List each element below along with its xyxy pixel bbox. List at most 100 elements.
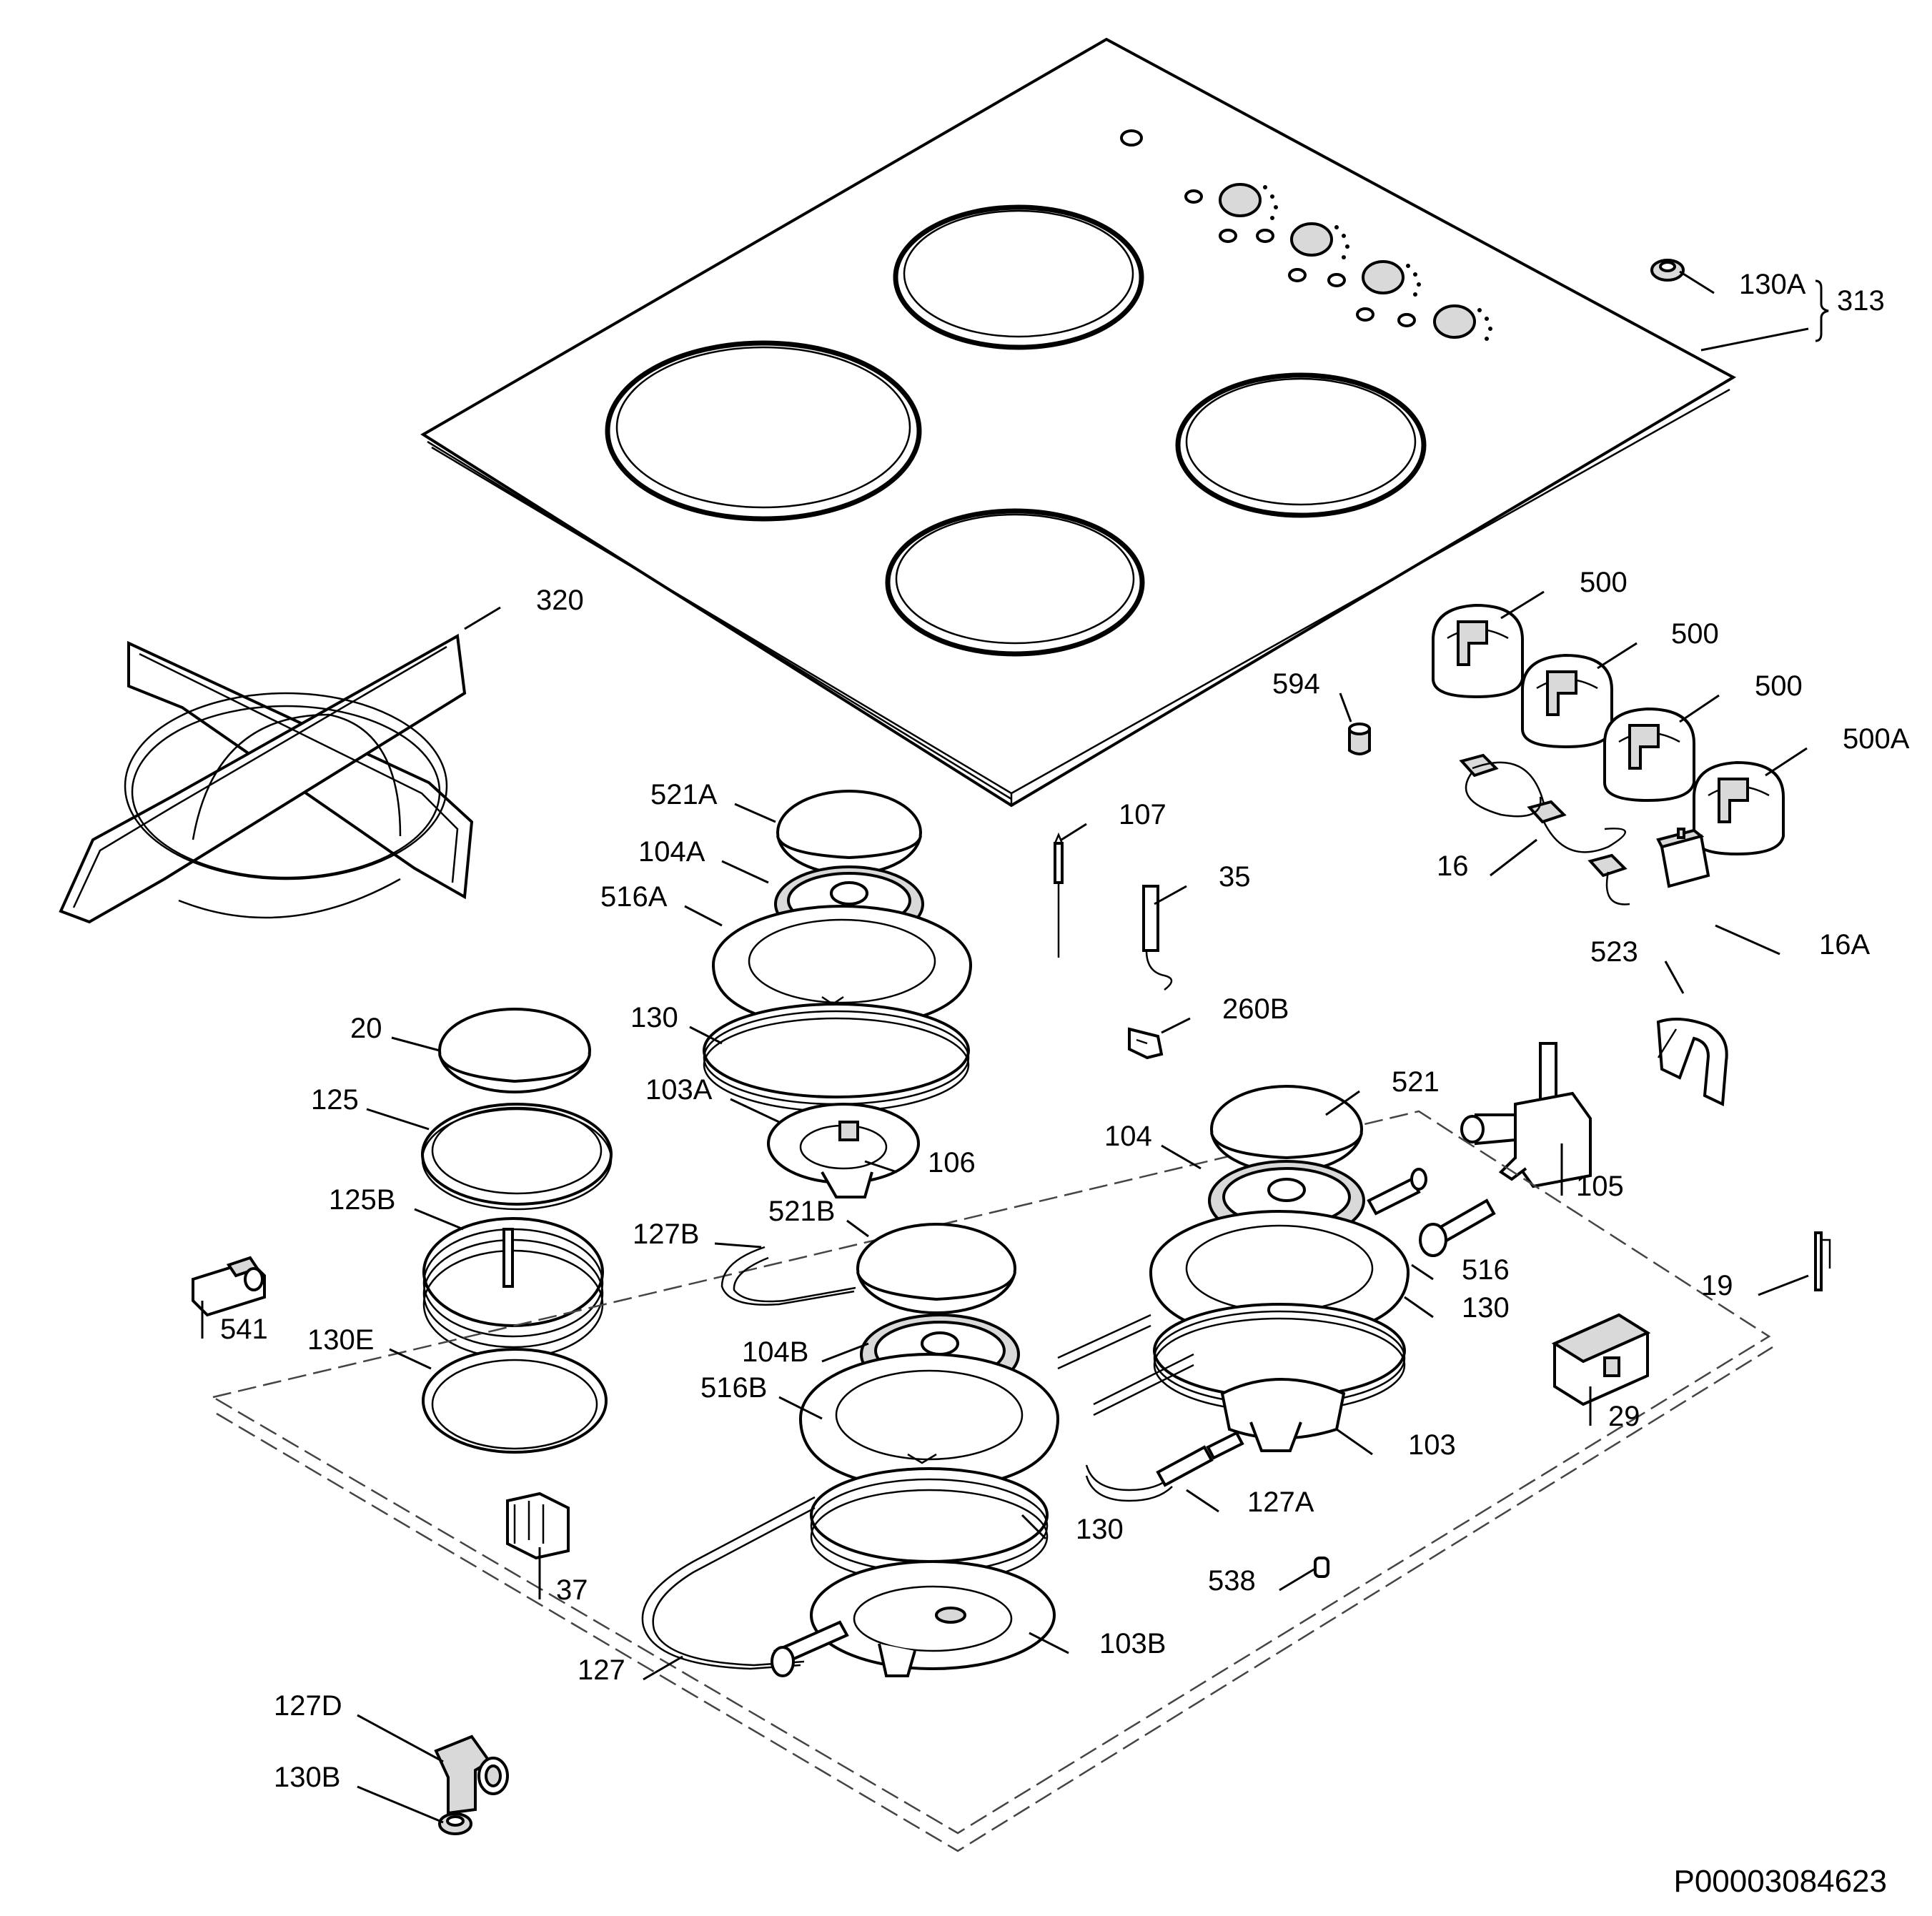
- leader-line: [821, 1342, 869, 1363]
- leader-line: [1715, 924, 1780, 955]
- part-number-label: 541: [220, 1314, 268, 1345]
- clip-541: [192, 1256, 266, 1317]
- leader-line: [1161, 1017, 1191, 1034]
- callout-c130b: 130: [1404, 1292, 1510, 1324]
- part-number-label: 594: [1272, 668, 1320, 700]
- leader-line: [1021, 1514, 1047, 1540]
- ignition-switch-harness: [1459, 753, 1630, 905]
- callout-c127: 127: [578, 1654, 683, 1686]
- part-number-label: 16: [1437, 850, 1469, 882]
- callout-c106: 106: [864, 1147, 976, 1178]
- callout-c521B: 521B: [768, 1196, 869, 1238]
- part-number-label: 104: [1104, 1121, 1152, 1152]
- leader-line: [1154, 885, 1187, 905]
- leader-line: [1500, 590, 1545, 620]
- callout-c125B: 125B: [329, 1184, 464, 1231]
- knob-seats: [1184, 183, 1492, 341]
- switch-box-16a: [1656, 828, 1710, 888]
- part-number-label: 500: [1755, 670, 1803, 702]
- base-plate: [212, 1110, 1773, 1852]
- leader-line: [1679, 270, 1715, 294]
- callout-c521: 521: [1325, 1066, 1440, 1116]
- leader-line: [1279, 1567, 1316, 1592]
- leader-line: [846, 1219, 869, 1238]
- burner-stack-b: [799, 1223, 1059, 1677]
- part-number-label: 35: [1219, 861, 1251, 893]
- leader-line: [464, 606, 501, 630]
- terminal-block-29: [1551, 1313, 1651, 1406]
- gas-pipes: [641, 1246, 1244, 1677]
- part-number-label: 127D: [274, 1690, 342, 1722]
- part-number-label: 127B: [633, 1218, 699, 1250]
- control-knob-2: [1521, 653, 1613, 749]
- part-538: [1314, 1557, 1329, 1578]
- part-number-label: 107: [1119, 799, 1166, 830]
- callout-c127D: 127D: [274, 1690, 444, 1763]
- part-number-label: 500A: [1843, 723, 1910, 755]
- callout-c130a: 130: [630, 1002, 723, 1045]
- part-number-label: 19: [1701, 1270, 1733, 1301]
- part-number-label: 521A: [650, 779, 718, 810]
- leader-line: [357, 1785, 444, 1824]
- callout-c127A: 127A: [1186, 1486, 1314, 1518]
- leader-line: [1490, 838, 1537, 877]
- part-number-label: 521: [1392, 1066, 1440, 1098]
- leader-line: [1765, 747, 1808, 777]
- leader-line: [1161, 1144, 1202, 1170]
- callout-c29: 29: [1589, 1386, 1640, 1432]
- part-number-label: 130B: [274, 1762, 340, 1793]
- part-number-label: 130: [630, 1002, 678, 1033]
- callout-c16: 16: [1437, 838, 1537, 882]
- bracket-523: [1656, 1018, 1728, 1107]
- callout-c521A: 521A: [650, 779, 776, 823]
- leader-line: [689, 1026, 723, 1045]
- part-number-label: 516B: [700, 1372, 767, 1404]
- callout-c104B: 104B: [742, 1336, 869, 1368]
- burner-stack-right: [1149, 1085, 1496, 1452]
- leader-line: [1029, 1632, 1069, 1654]
- leader-line: [1339, 693, 1352, 723]
- part-number-label: 130: [1462, 1292, 1510, 1324]
- leader-line: [1758, 1274, 1809, 1296]
- callout-c130A: 130A: [1679, 269, 1806, 300]
- control-knob-4: [1693, 760, 1785, 856]
- part-number-label: 500: [1580, 567, 1628, 598]
- part-number-label: 103: [1408, 1429, 1456, 1461]
- elbow-fitting-127d: [434, 1734, 509, 1815]
- callout-c500b: 500: [1597, 618, 1719, 670]
- part-number-label: 538: [1208, 1565, 1256, 1597]
- callout-c103A: 103A: [645, 1074, 780, 1123]
- part-number-label: 130E: [307, 1324, 374, 1356]
- callout-c541: 541: [201, 1301, 268, 1345]
- leader-line: [864, 1160, 898, 1173]
- callout-c104A: 104A: [638, 836, 769, 884]
- leader-line: [1186, 1489, 1219, 1513]
- leader-line: [1061, 823, 1087, 841]
- callout-c37: 37: [538, 1547, 588, 1606]
- leader-line: [684, 905, 723, 927]
- leader-line: [366, 1108, 430, 1131]
- part-number-label: 37: [556, 1574, 588, 1606]
- leader-line: [1664, 961, 1685, 994]
- callout-c130c: 130: [1021, 1514, 1124, 1545]
- callout-c500c: 500: [1679, 670, 1803, 723]
- part-number-label: 516A: [600, 881, 668, 913]
- leader-line: [391, 1036, 440, 1052]
- part-number-label: 130A: [1739, 269, 1806, 300]
- callout-c516A: 516A: [600, 881, 723, 927]
- callout-c104: 104: [1104, 1121, 1202, 1170]
- callout-c130E: 130E: [307, 1324, 432, 1370]
- callout-c500A: 500A: [1765, 723, 1910, 777]
- leader-line: [1679, 694, 1720, 723]
- part-number-label: 104A: [638, 836, 705, 868]
- callout-c523: 523: [1590, 936, 1685, 994]
- leader-line: [1325, 1090, 1360, 1116]
- burner-stack-a: [703, 790, 972, 1198]
- part-number-label: 260B: [1222, 993, 1289, 1025]
- part-number-label: 103B: [1099, 1628, 1166, 1659]
- leader-line: [721, 860, 769, 884]
- callout-c313: 313: [1700, 285, 1885, 352]
- callout-c105: 105: [1560, 1143, 1624, 1202]
